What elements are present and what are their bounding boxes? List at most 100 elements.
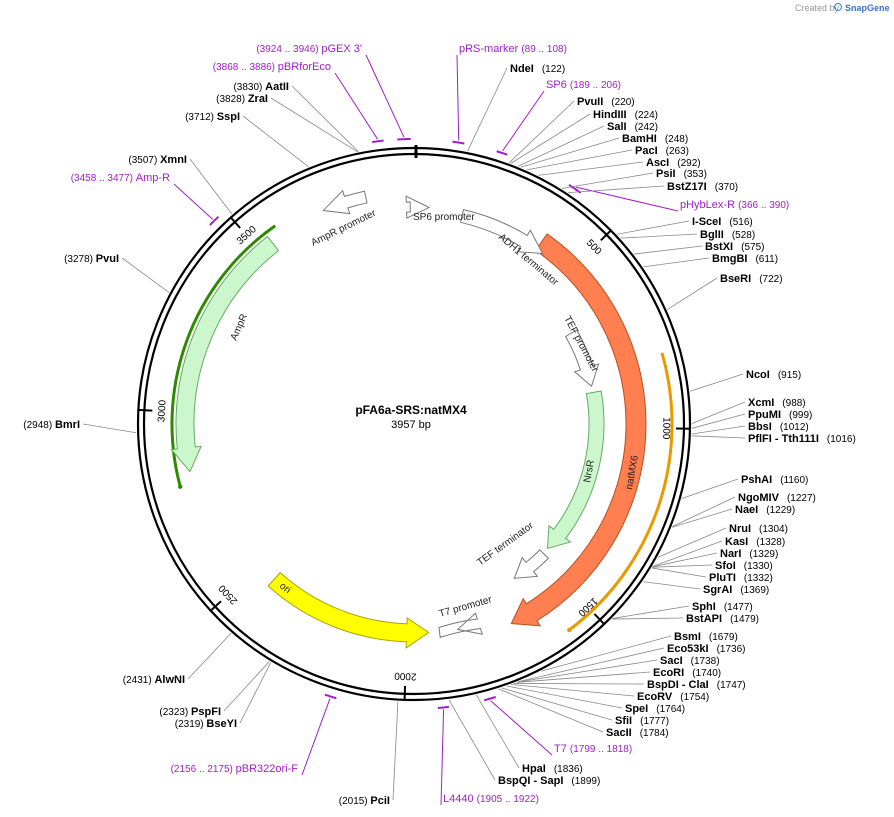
feature-label-nrsr: NrsR [582, 459, 597, 483]
enzyme-ppumi-leader [691, 413, 746, 429]
enzyme-pluti-leader [651, 567, 707, 578]
enzyme-hindiii-leader [510, 113, 591, 164]
enzyme-bseri-label: BseRI(722) [720, 273, 783, 285]
feature-label-sp6-promoter: SP6 promoter [413, 212, 475, 223]
enzyme-saci-leader [517, 659, 658, 683]
primer-l4440-label: L4440 (1905 .. 1922) [443, 793, 539, 805]
enzyme-spei-label: SpeI(1764) [625, 703, 685, 715]
enzyme-bstapi-leader [612, 617, 684, 620]
primer-t7-mark [483, 696, 497, 702]
enzyme-alwni-leader [187, 633, 232, 680]
plasmid-size: 3957 bp [391, 419, 431, 431]
adh1-terminator-arrow [459, 209, 544, 255]
enzyme-sacii-leader [498, 688, 604, 733]
features-layer [170, 189, 674, 649]
ampr-arrow [170, 235, 280, 473]
sp6-promoter-arrow [405, 195, 431, 219]
enzyme-sali-label: SalI(242) [607, 121, 658, 133]
primer-pbr322ori-f-label: (2156 .. 2175) pBR322ori-F [171, 763, 299, 775]
enzyme-sfii-label: SfiI(1777) [615, 715, 669, 727]
enzyme-ecori-label: EcoRI(1740) [653, 667, 721, 679]
enzyme-bmri-leader [82, 423, 137, 434]
enzyme-pflfi-tth111i-leader [691, 435, 746, 439]
primer-phyblex-r-label: pHybLex-R (366 .. 390) [680, 199, 789, 211]
natmx6-track [568, 352, 674, 632]
enzyme-pspfi-label: (2323) PspFI [159, 706, 221, 718]
enzyme-bseri-leader [667, 277, 718, 310]
feature-label-ampr-promoter: AmpR promoter [309, 208, 378, 249]
primer-pbr322ori-f-mark [324, 693, 337, 700]
enzyme-psii-label: PsiI(353) [656, 168, 707, 180]
tick-label: 1000 [660, 417, 671, 440]
enzyme-pluti-label: PluTI(1332) [709, 572, 773, 584]
primer-sp6-label: SP6 (189 .. 206) [546, 79, 621, 91]
enzyme-i-scei-leader [617, 220, 690, 235]
enzyme-bamhi-label: BamHI(248) [622, 133, 688, 145]
primer-prs-marker-label: pRS-marker (89 .. 108) [459, 43, 567, 55]
credit-brand: SnapGene [845, 3, 890, 13]
enzyme-bstz17i-label: BstZ17I(370) [667, 181, 738, 193]
backbone [136, 146, 692, 702]
enzyme-ncoi-label: NcoI(915) [746, 369, 801, 381]
enzyme-ngomiv-leader [672, 496, 736, 527]
enzyme-asci-label: AscI(292) [646, 157, 701, 169]
enzyme-ecorv-label: EcoRV(1754) [637, 691, 709, 703]
tick-mark [593, 613, 606, 626]
enzyme-sfoi-label: SfoI(1330) [715, 560, 773, 572]
primer-pbrforeco-leader [334, 72, 379, 140]
primer-pbr322ori-f-leader [301, 698, 331, 776]
tick-mark [209, 600, 222, 613]
tef-promoter-arrow [564, 329, 600, 388]
enzyme-bstxi-leader [633, 245, 703, 255]
enzyme-kasi-leader [652, 540, 723, 567]
primer-pgex-3-leader [365, 54, 405, 138]
enzyme-xcmi-leader [691, 401, 746, 424]
enzyme-paci-label: PacI(263) [635, 145, 689, 157]
ampr-track [170, 224, 277, 488]
primer-sp6-leader [502, 90, 545, 152]
ori-arrow [267, 571, 430, 649]
enzyme-alwni-label: (2431) AlwNI [123, 674, 185, 686]
tef-terminator-arrow [513, 549, 550, 579]
enzyme-bspqi-sapi-leader [448, 699, 496, 781]
enzyme-aatii-leader [291, 85, 359, 152]
ampr-promoter-arrow [322, 189, 368, 215]
enzyme-bglii-leader [620, 233, 698, 239]
enzyme-pshai-leader [681, 478, 739, 499]
enzyme-pcii-label: (2015) PciI [339, 795, 390, 807]
primer-amp-r-leader [173, 183, 214, 220]
enzyme-naei-label: NaeI(1229) [735, 504, 795, 516]
enzyme-nari-leader [652, 552, 718, 568]
enzyme-sfoi-leader [652, 564, 713, 568]
tick-mark [403, 685, 407, 701]
enzyme-bseyi-label: (2319) BseYI [175, 718, 237, 730]
enzyme-eco53ki-leader [518, 647, 665, 683]
t7-promoter-arrow [438, 612, 484, 639]
enzyme-sgrai-label: SgrAI(1369) [703, 584, 769, 596]
enzyme-bspqi-sapi-label: BspQI - SapI(1899) [498, 775, 600, 787]
primer-prs-marker-leader [456, 54, 460, 141]
primer-amp-r-mark [209, 215, 220, 226]
enzyme-naei-leader [671, 508, 733, 528]
enzyme-pvui-leader [121, 257, 170, 293]
enzyme-hpai-label: HpaI(1836) [522, 763, 583, 775]
enzyme-bstz17i-leader [568, 185, 665, 194]
enzyme-bstxi-label: BstXI(575) [705, 241, 764, 253]
enzyme-sgrai-leader [642, 581, 701, 590]
feature-label-ori: ori [277, 581, 293, 596]
primer-pgex-3-label: (3924 .. 3946) pGEX 3' [256, 43, 362, 55]
credit-text: Created by [795, 3, 840, 13]
enzyme-pshai-label: PshAI(1160) [741, 474, 808, 486]
enzyme-bmri-label: (2948) BmrI [23, 419, 80, 431]
primer-pbrforeco-label: (3868 .. 3886) pBRforEco [213, 61, 331, 73]
enzyme-asci-leader [538, 161, 644, 176]
feature-label-ampr: AmpR [229, 312, 250, 342]
primer-phyblex-r-mark [568, 184, 582, 194]
tick-label: 2000 [394, 670, 417, 682]
enzyme-nrui-label: NruI(1304) [729, 523, 788, 535]
enzyme-hpai-leader [476, 694, 520, 769]
enzyme-bspdi-clai-leader [513, 683, 645, 685]
enzyme-pvui-label: (3278) PvuI [64, 253, 119, 265]
primer-sp6-mark [496, 150, 508, 156]
enzyme-bsmi-label: BsmI(1679) [674, 631, 738, 643]
